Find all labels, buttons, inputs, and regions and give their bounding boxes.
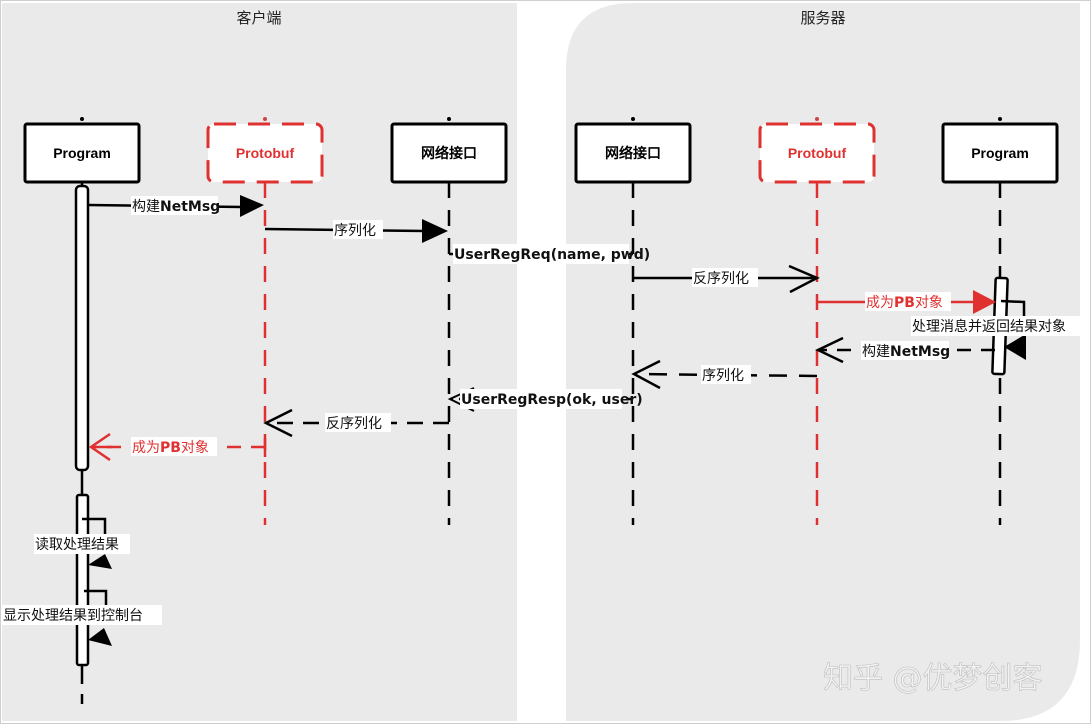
actor-client-protobuf: Protobuf: [206, 117, 324, 184]
actor-anchor-dot: [263, 117, 267, 121]
actor-anchor-dot: [447, 117, 451, 121]
actor-box: [941, 122, 1059, 184]
svg-text:成为PB对象: 成为PB对象: [866, 295, 943, 311]
actor-label: Program: [53, 145, 111, 161]
actor-client-program: Program: [23, 117, 141, 184]
filled-arrowhead-icon: [422, 219, 448, 243]
filled-arrowhead-icon: [88, 554, 112, 569]
actor-server-protobuf: Protobuf: [758, 117, 876, 184]
actor-anchor-dot: [815, 117, 819, 121]
actor-label: Program: [971, 145, 1029, 161]
svg-text:反序列化: 反序列化: [693, 271, 749, 287]
filled-arrowhead-icon: [88, 628, 112, 646]
svg-text:成为PB对象: 成为PB对象: [132, 440, 209, 456]
actor-anchor-dot: [631, 117, 635, 121]
actor-label: 网络接口: [605, 145, 661, 161]
open-arrowhead-icon: [88, 432, 112, 462]
svg-text:UserRegResp(ok, user): UserRegResp(ok, user): [461, 392, 643, 408]
svg-text:显示处理结果到控制台: 显示处理结果到控制台: [3, 608, 143, 624]
message-deserialize-client: 反序列化: [263, 408, 449, 438]
message-serialize-client: 序列化: [264, 219, 448, 243]
actor-label: Protobuf: [788, 145, 847, 161]
actor-label: Protobuf: [236, 145, 295, 161]
open-arrowhead-icon: [788, 264, 820, 294]
filled-arrowhead-icon: [973, 290, 996, 314]
open-arrowhead-icon: [815, 336, 844, 364]
message-to-pb-object-client: 成为PB对象: [88, 432, 267, 462]
actor-box: [23, 122, 141, 184]
filled-arrowhead-icon: [1004, 334, 1026, 360]
actor-box: [390, 122, 508, 184]
activation-client-program-2: [75, 493, 90, 667]
actor-server-program: Program: [941, 117, 1059, 184]
message-user-reg-resp: UserRegResp(ok, user): [447, 387, 643, 412]
message-process-message: 处理消息并返回结果对象: [911, 299, 1089, 360]
message-read-result: 读取处理结果: [34, 517, 130, 569]
svg-text:读取处理结果: 读取处理结果: [35, 536, 119, 553]
watermark: 知乎 @优梦创客: [823, 661, 1043, 696]
message-show-result: 显示处理结果到控制台: [2, 589, 162, 646]
svg-text:处理消息并返回结果对象: 处理消息并返回结果对象: [912, 318, 1066, 335]
svg-text:反序列化: 反序列化: [326, 416, 382, 432]
activation-client-program-1: [74, 184, 90, 472]
actor-label: 网络接口: [421, 145, 477, 161]
message-to-pb-object-server: 成为PB对象: [817, 290, 996, 314]
actor-box: [206, 122, 324, 184]
svg-text:序列化: 序列化: [334, 223, 376, 239]
actor-client-network: 网络接口: [390, 117, 508, 184]
message-serialize-server: 序列化: [631, 359, 818, 390]
svg-text:序列化: 序列化: [702, 368, 744, 384]
message-build-netmsg-server: 构建NetMsg: [815, 336, 995, 364]
open-arrowhead-icon: [263, 408, 293, 438]
svg-text:构建NetMsg: 构建NetMsg: [132, 199, 220, 215]
server-pane-title: 服务器: [800, 9, 845, 27]
actor-anchor-dot: [80, 117, 84, 121]
svg-text:构建NetMsg: 构建NetMsg: [862, 344, 950, 360]
actor-box: [758, 122, 876, 184]
svg-text:UserRegReq(name, pwd): UserRegReq(name, pwd): [454, 247, 650, 263]
actor-box: [574, 122, 692, 184]
message-deserialize-server: 反序列化: [633, 264, 820, 294]
filled-arrowhead-icon: [240, 195, 264, 217]
message-build-netmsg-client: 构建NetMsg: [87, 195, 264, 217]
client-pane-title: 客户端: [236, 9, 281, 27]
message-user-reg-req: UserRegReq(name, pwd): [449, 244, 650, 264]
open-arrowhead-icon: [631, 359, 661, 390]
actor-server-network: 网络接口: [574, 117, 692, 184]
messages: 构建NetMsg 序列化 UserRegReq(name, pwd) 反序列化: [2, 195, 1089, 646]
actor-anchor-dot: [998, 117, 1002, 121]
